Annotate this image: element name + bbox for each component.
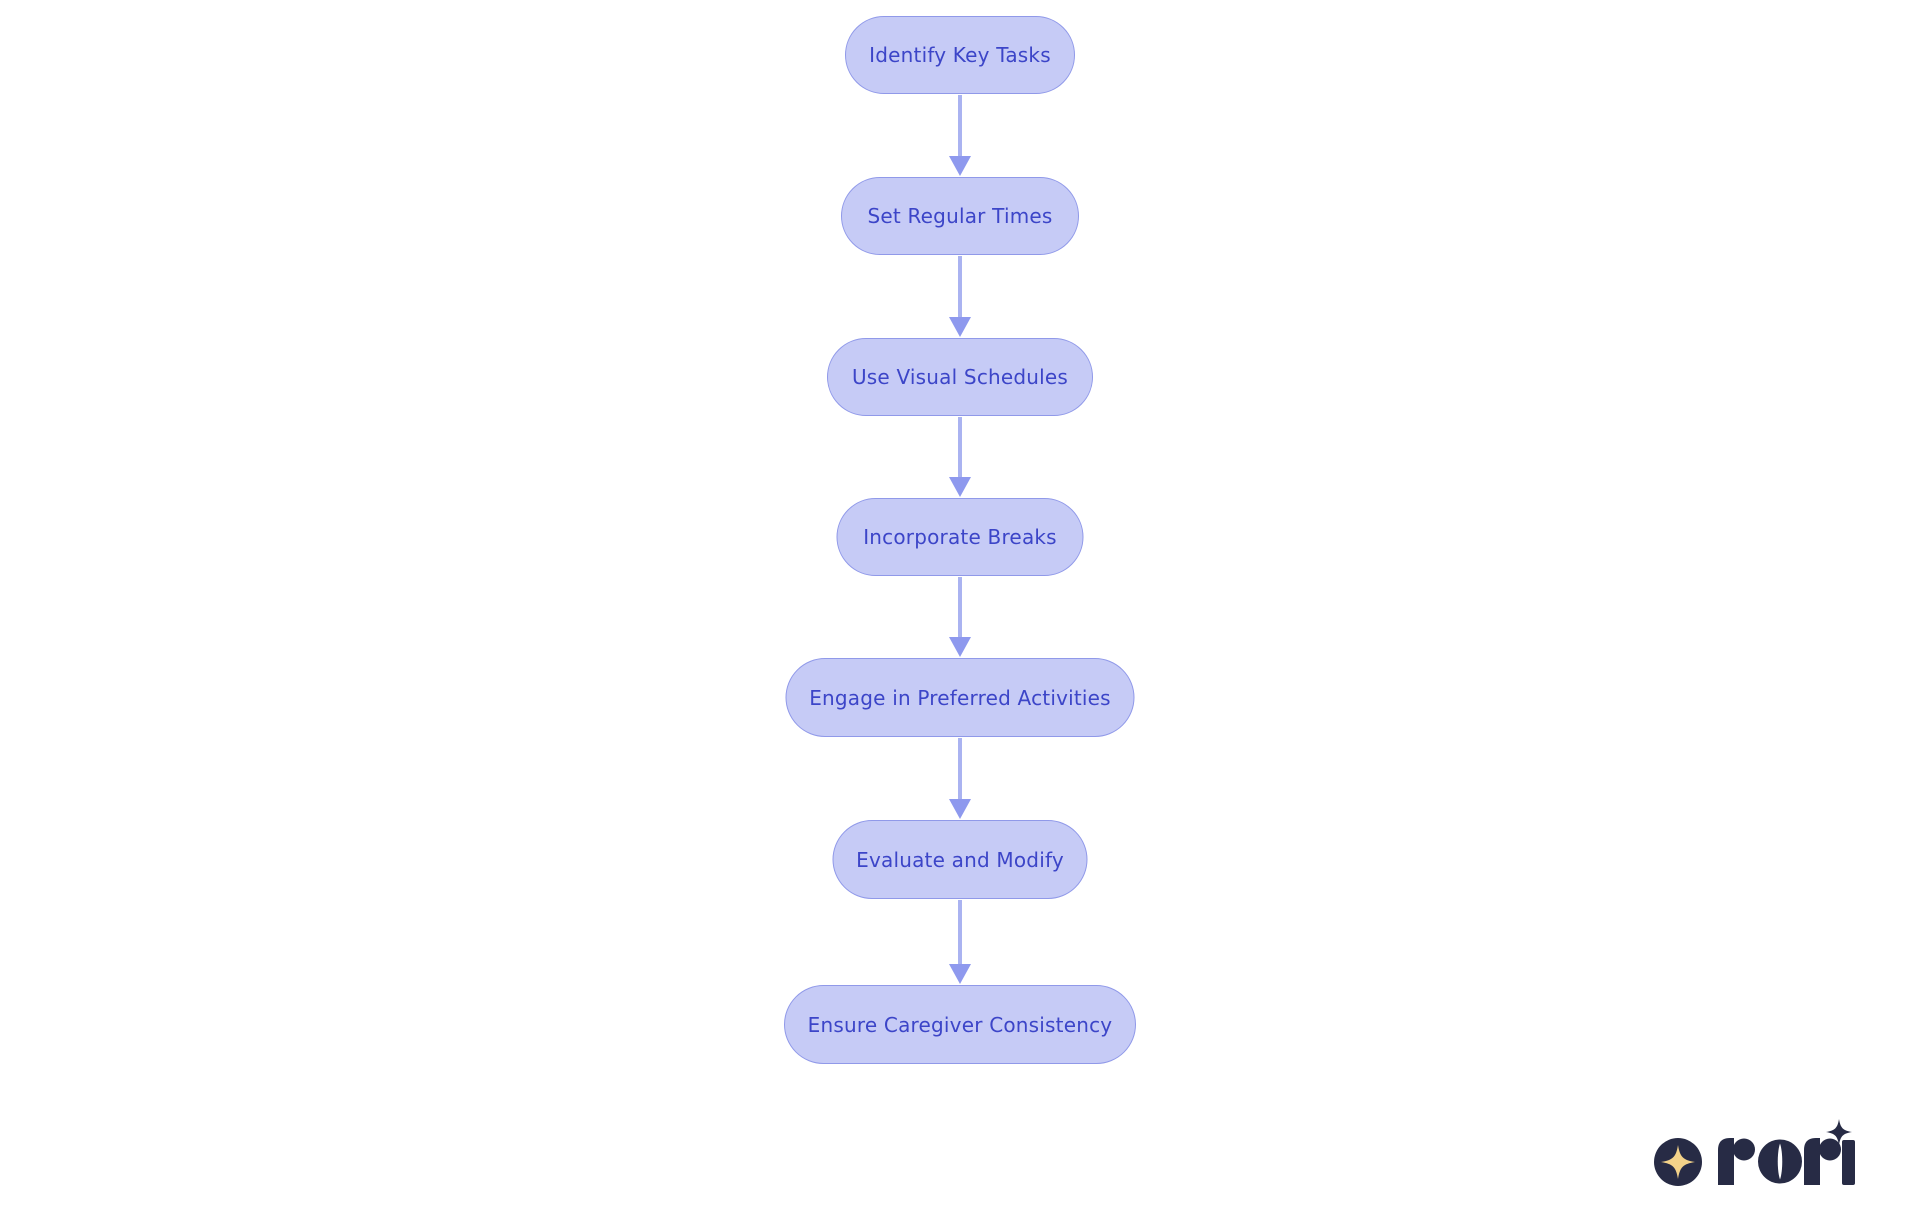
gold-sparkle-star-icon [1661,1145,1695,1179]
flow-node-incorporate-breaks: Incorporate Breaks [836,498,1084,576]
arrow-head-down-icon [949,317,971,337]
wordmark-letter-r1-stem [1718,1138,1734,1185]
arrow-head-down-icon [949,637,971,657]
wordmark-letter-r2-ball [1819,1138,1841,1161]
rori-logo: rori [1648,1118,1858,1193]
flow-arrow-2 [949,256,971,337]
arrow-head-down-icon [949,477,971,497]
flow-arrow-5 [949,738,971,819]
flow-arrow-3 [949,417,971,497]
arrow-shaft [958,95,962,156]
arrow-shaft [958,256,962,317]
dark-sparkle-star-icon [1826,1119,1852,1145]
flow-arrow-4 [949,577,971,657]
flow-node-engage-in-preferred-activities: Engage in Preferred Activities [785,658,1135,737]
flow-node-label: Ensure Caregiver Consistency [807,1012,1113,1037]
arrow-shaft [958,577,962,637]
flow-node-label: Engage in Preferred Activities [809,685,1111,710]
arrow-head-down-icon [949,964,971,984]
flow-node-label: Evaluate and Modify [856,847,1064,872]
logo-brand-text: rori [1858,1118,1859,1119]
flow-node-identify-key-tasks: Identify Key Tasks [845,16,1075,94]
flow-arrow-1 [949,95,971,176]
arrow-shaft [958,900,962,964]
flow-arrow-6 [949,900,971,984]
wordmark-letter-o-counter [1777,1143,1783,1180]
flow-node-ensure-caregiver-consistency: Ensure Caregiver Consistency [784,985,1136,1064]
flow-node-evaluate-and-modify: Evaluate and Modify [832,820,1088,899]
flow-node-label: Set Regular Times [867,204,1053,228]
arrow-shaft [958,417,962,477]
wordmark-letter-i-stem [1842,1140,1855,1185]
flow-node-use-visual-schedules: Use Visual Schedules [827,338,1093,416]
wordmark-letter-r2-stem [1804,1138,1820,1185]
arrow-head-down-icon [949,156,971,176]
arrow-head-down-icon [949,799,971,819]
flow-node-set-regular-times: Set Regular Times [841,177,1079,255]
wordmark-letter-r1-ball [1733,1138,1755,1161]
flow-node-label: Use Visual Schedules [851,365,1069,389]
arrow-shaft [958,738,962,799]
flow-node-label: Identify Key Tasks [869,43,1051,67]
flow-node-label: Incorporate Breaks [863,525,1057,549]
rori-logo-graphic [1654,1119,1855,1186]
